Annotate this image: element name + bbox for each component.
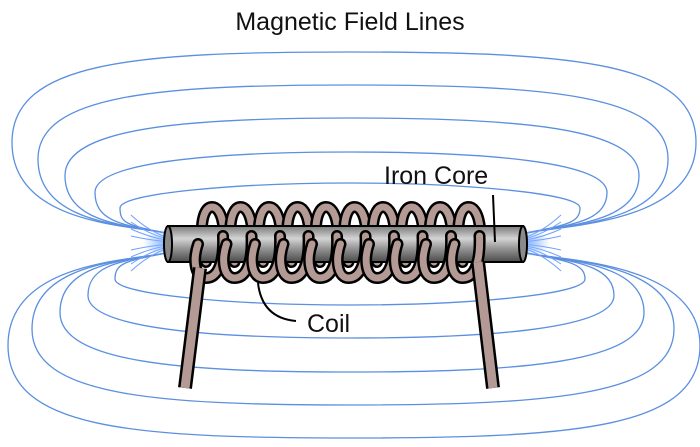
field-line-bottom: [114, 252, 586, 306]
field-line-bottom: [31, 252, 675, 406]
coil-lead-wires: [178, 261, 500, 389]
field-line-top: [37, 84, 669, 234]
field-line-top: [119, 182, 581, 234]
field-line-bottom: [59, 252, 645, 373]
diagram-title: Magnetic Field Lines: [235, 8, 464, 36]
field-line-top: [64, 117, 640, 234]
field-lines-bottom: [7, 244, 700, 439]
iron-core-leader-line: [492, 194, 496, 243]
coil-turn-front: [448, 232, 484, 282]
field-line-top: [94, 151, 608, 234]
iron-core-label: Iron Core: [384, 162, 488, 190]
coil-front-turns: [189, 230, 486, 285]
field-line-top: [11, 51, 697, 234]
field-line-bottom: [87, 252, 615, 339]
field-line-bottom: [7, 252, 700, 439]
coil-label: Coil: [307, 310, 350, 338]
coil-leader-line: [257, 282, 297, 322]
